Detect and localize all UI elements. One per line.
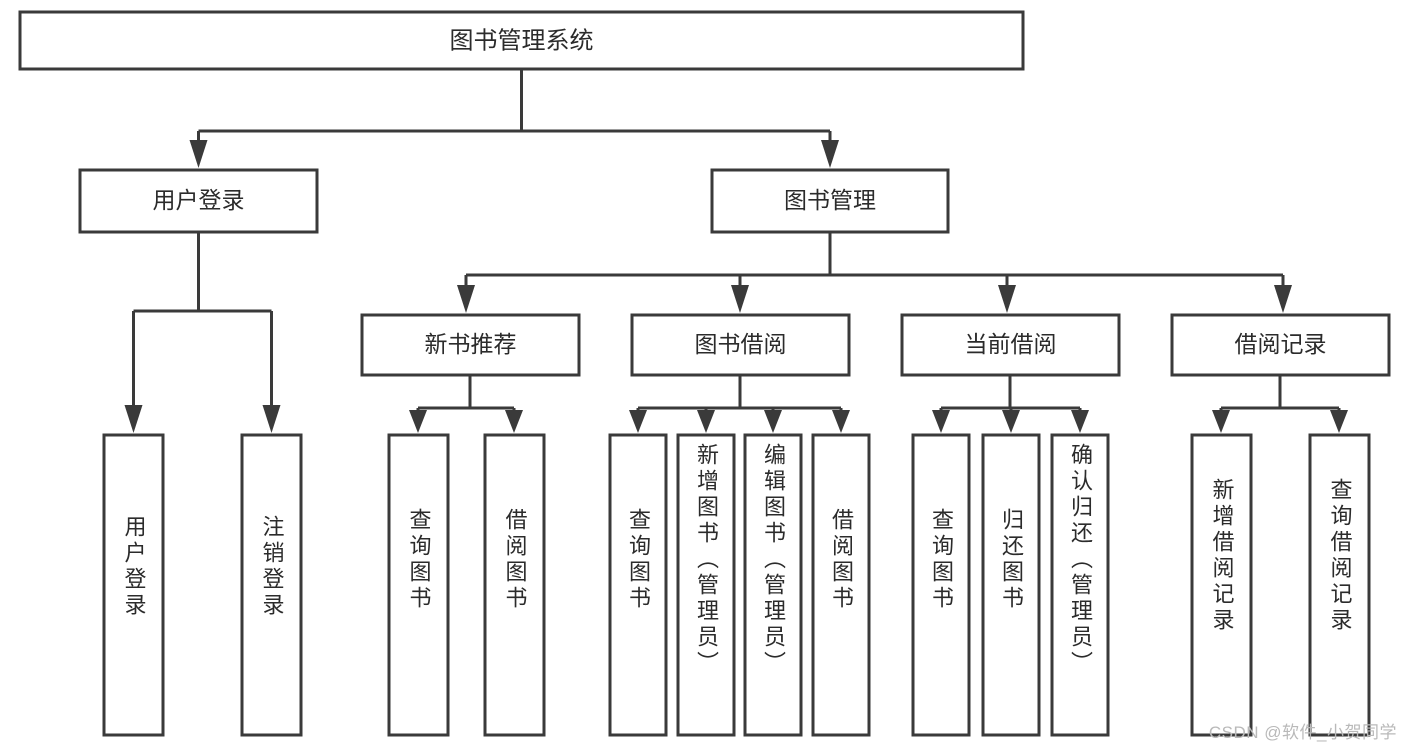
leaf-box-user-login[interactable] xyxy=(102,433,165,737)
leaf-box-query-borrow-record[interactable] xyxy=(1308,433,1371,737)
new-book-recommend-box[interactable] xyxy=(360,313,581,377)
leaf-box-borrow-book[interactable] xyxy=(811,433,871,737)
arrowhead-bookborrow-leaf-1 xyxy=(629,410,647,433)
node-book-borrow[interactable]: 图书借阅 xyxy=(630,313,851,377)
arrowhead-bookborrow-leaf-2 xyxy=(697,410,715,433)
arrowhead-borrow-record xyxy=(1274,285,1292,313)
arrowhead-borrowrecord-leaf-1 xyxy=(1212,410,1230,433)
node-borrow-record[interactable]: 借阅记录 xyxy=(1170,313,1391,377)
book-management-box[interactable] xyxy=(710,168,950,234)
arrowhead-book-mgmt xyxy=(821,140,839,168)
book-management-label: 图书管理 xyxy=(784,187,876,213)
node-root-system[interactable]: 图书管理系统 xyxy=(18,10,1025,71)
leaf-box-edit-book-admin[interactable] xyxy=(743,433,803,737)
arrowhead-newbook-leaf-2 xyxy=(505,410,523,433)
leaf-box-query-book-borrow[interactable] xyxy=(608,433,668,737)
user-login-box[interactable] xyxy=(78,168,319,234)
new-book-recommend-label: 新书推荐 xyxy=(425,331,517,357)
arrowhead-leaf-logout xyxy=(262,405,281,433)
node-user-login[interactable]: 用户登录 xyxy=(78,168,319,234)
leaf-box-add-book-admin[interactable] xyxy=(676,433,736,737)
arrowhead-new-book-rec xyxy=(457,285,475,313)
csdn-watermark: CSDN @软件_小贺同学 xyxy=(1208,723,1397,742)
arrowhead-bookborrow-leaf-3 xyxy=(764,410,782,433)
arrowhead-bookborrow-leaf-4 xyxy=(832,410,850,433)
leaf-box-logout[interactable] xyxy=(240,433,303,737)
current-borrow-box[interactable] xyxy=(900,313,1121,377)
root-label: 图书管理系统 xyxy=(450,27,594,54)
leaf-box-borrow-book-rec[interactable] xyxy=(483,433,546,737)
arrowhead-user-login xyxy=(189,140,208,168)
arrowhead-current-borrow xyxy=(998,285,1016,313)
book-borrow-box[interactable] xyxy=(630,313,851,377)
node-book-management[interactable]: 图书管理 xyxy=(710,168,950,234)
leaf-box-query-book-rec[interactable] xyxy=(387,433,450,737)
connector-layer xyxy=(124,69,1348,433)
leaf-box-return-book[interactable] xyxy=(981,433,1041,737)
node-current-borrow[interactable]: 当前借阅 xyxy=(900,313,1121,377)
user-login-label: 用户登录 xyxy=(153,187,245,213)
leaf-box-confirm-return-admin[interactable] xyxy=(1050,433,1110,737)
borrow-record-label: 借阅记录 xyxy=(1235,331,1327,357)
leaf-box-query-book-current[interactable] xyxy=(911,433,971,737)
borrow-record-box[interactable] xyxy=(1170,313,1391,377)
arrowhead-book-borrow xyxy=(731,285,749,313)
current-borrow-label: 当前借阅 xyxy=(965,331,1057,357)
leaf-box-add-borrow-record[interactable] xyxy=(1190,433,1253,737)
arrowhead-borrowrecord-leaf-2 xyxy=(1330,410,1348,433)
arrowhead-currentborrow-leaf-1 xyxy=(932,410,950,433)
leaf-box-layer xyxy=(102,433,1371,737)
root-box[interactable] xyxy=(18,10,1025,71)
arrowhead-leaf-user-login xyxy=(124,405,143,433)
book-borrow-label: 图书借阅 xyxy=(695,331,787,357)
arrowhead-newbook-leaf-1 xyxy=(409,410,427,433)
arrowhead-currentborrow-leaf-2 xyxy=(1002,410,1020,433)
node-new-book-recommend[interactable]: 新书推荐 xyxy=(360,313,581,377)
arrowhead-currentborrow-leaf-3 xyxy=(1071,410,1089,433)
